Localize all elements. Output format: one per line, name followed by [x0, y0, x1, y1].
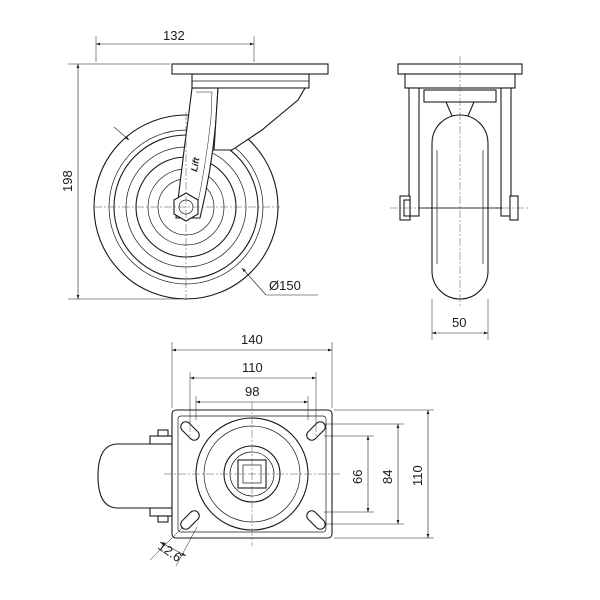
dim-plate-length: 140 — [241, 332, 263, 347]
dim-plate-width: 132 — [163, 28, 185, 43]
dim-total-height: 198 — [60, 170, 75, 192]
dim-hole-spacing-outer-x: 110 — [242, 360, 263, 375]
dim-wheel-width: 50 — [452, 315, 466, 330]
dim-slot-width: 12.6 — [155, 538, 184, 565]
front-view: 50 — [390, 56, 530, 340]
top-view-wheel — [97, 443, 172, 509]
dim-hole-spacing-inner-y: 66 — [350, 470, 365, 484]
dim-hole-spacing-outer-y: 84 — [380, 470, 395, 484]
dim-hole-spacing-inner-x: 98 — [245, 384, 259, 399]
brand-logo: Lift — [189, 156, 201, 173]
top-view: 140 110 98 66 84 110 12.6 — [97, 332, 434, 567]
side-view: Lift Ø150 132 198 — [60, 28, 329, 300]
dim-plate-height: 110 — [410, 465, 425, 486]
side-view-top-plate — [171, 63, 329, 75]
dim-wheel-diameter: Ø150 — [269, 278, 301, 293]
mounting-slot-bottom-right — [306, 510, 326, 530]
